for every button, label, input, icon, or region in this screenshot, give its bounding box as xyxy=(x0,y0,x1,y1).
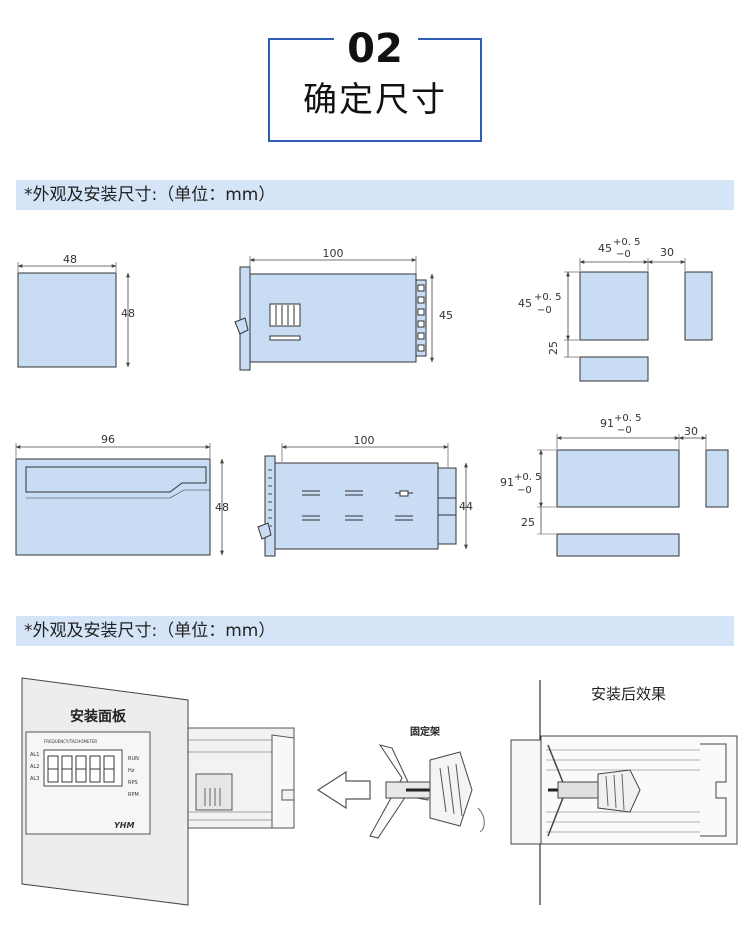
side96-height-label: 44 xyxy=(459,500,473,513)
cutout-gap-v-label: 25 xyxy=(547,341,560,355)
section-header-installation: *外观及安装尺寸:（单位：mm） xyxy=(16,616,734,646)
mounting-bracket: 固定架 xyxy=(369,725,485,839)
installed-result: 安装后效果 xyxy=(510,680,738,905)
cutout91-gap-h-label: 30 xyxy=(684,425,698,438)
insert-direction-arrow xyxy=(316,770,371,810)
section-number: 02 xyxy=(347,26,403,72)
panel-label: 安装面板 xyxy=(70,708,127,725)
front-height-label: 48 xyxy=(121,307,135,320)
cutout-height-tol-minus: −0 xyxy=(537,305,552,316)
section-label: *外观及安装尺寸:（单位：mm） xyxy=(24,185,276,205)
cutout-width-label: 45 xyxy=(598,242,612,255)
panel-cutout-91: 91 +0. 5 −0 30 91 +0. 5 −0 25 xyxy=(500,413,729,557)
status-hz: Hz xyxy=(128,768,135,774)
indicator-al1: AL1 xyxy=(30,752,39,758)
cutout91-width-label: 91 xyxy=(600,417,614,430)
bracket-label: 固定架 xyxy=(410,725,440,738)
panel-with-device: 安装面板 FREQUENCY/TACHOMETER AL1 AL2 AL3 RU… xyxy=(21,677,295,906)
cutout-width-tol-plus: +0. 5 xyxy=(613,237,640,248)
section-header-dimensions: *外观及安装尺寸:（单位：mm） xyxy=(16,180,734,210)
side-height-label: 45 xyxy=(439,309,453,322)
cutout91-width-tol-plus: +0. 5 xyxy=(614,413,641,424)
front-view-96x48: 96 48 xyxy=(15,433,229,556)
status-rpm: RPM xyxy=(128,792,139,798)
side-view-96: 100 44 xyxy=(257,434,473,557)
cutout91-height-tol-minus: −0 xyxy=(517,485,532,496)
cutout91-height-label: 91 xyxy=(500,476,514,489)
cutout91-height-tol-plus: +0. 5 xyxy=(514,472,541,483)
status-rps: RPS xyxy=(128,780,138,786)
result-label: 安装后效果 xyxy=(591,685,666,703)
side-view-48: 100 45 xyxy=(234,247,453,371)
device-model: FREQUENCY/TACHOMETER xyxy=(44,739,97,744)
device-logo: YHM xyxy=(114,821,134,830)
indicator-al3: AL3 xyxy=(30,776,39,782)
cutout-width-tol-minus: −0 xyxy=(616,249,631,260)
indicator-al2: AL2 xyxy=(30,764,39,770)
side-length-label: 100 xyxy=(323,247,344,260)
cutout91-gap-v-label: 25 xyxy=(521,516,535,529)
front-width-label: 48 xyxy=(63,253,77,266)
section-label: *外观及安装尺寸:（单位：mm） xyxy=(24,621,276,641)
front96-height-label: 48 xyxy=(215,501,229,514)
side96-length-label: 100 xyxy=(354,434,375,447)
seven-seg-digits xyxy=(47,755,115,783)
panel-cutout-45: 45 +0. 5 −0 30 45 +0. 5 −0 25 xyxy=(518,237,713,382)
cutout-height-tol-plus: +0. 5 xyxy=(534,292,561,303)
front-view-48x48: 48 48 xyxy=(17,253,135,368)
cutout91-width-tol-minus: −0 xyxy=(617,425,632,436)
status-run: RUN xyxy=(128,756,139,762)
cutout-gap-h-label: 30 xyxy=(660,246,674,259)
title-frame-gap xyxy=(334,30,418,46)
cutout-height-label: 45 xyxy=(518,297,532,310)
section-title: 确定尺寸 xyxy=(303,80,447,120)
front96-width-label: 96 xyxy=(101,433,115,446)
